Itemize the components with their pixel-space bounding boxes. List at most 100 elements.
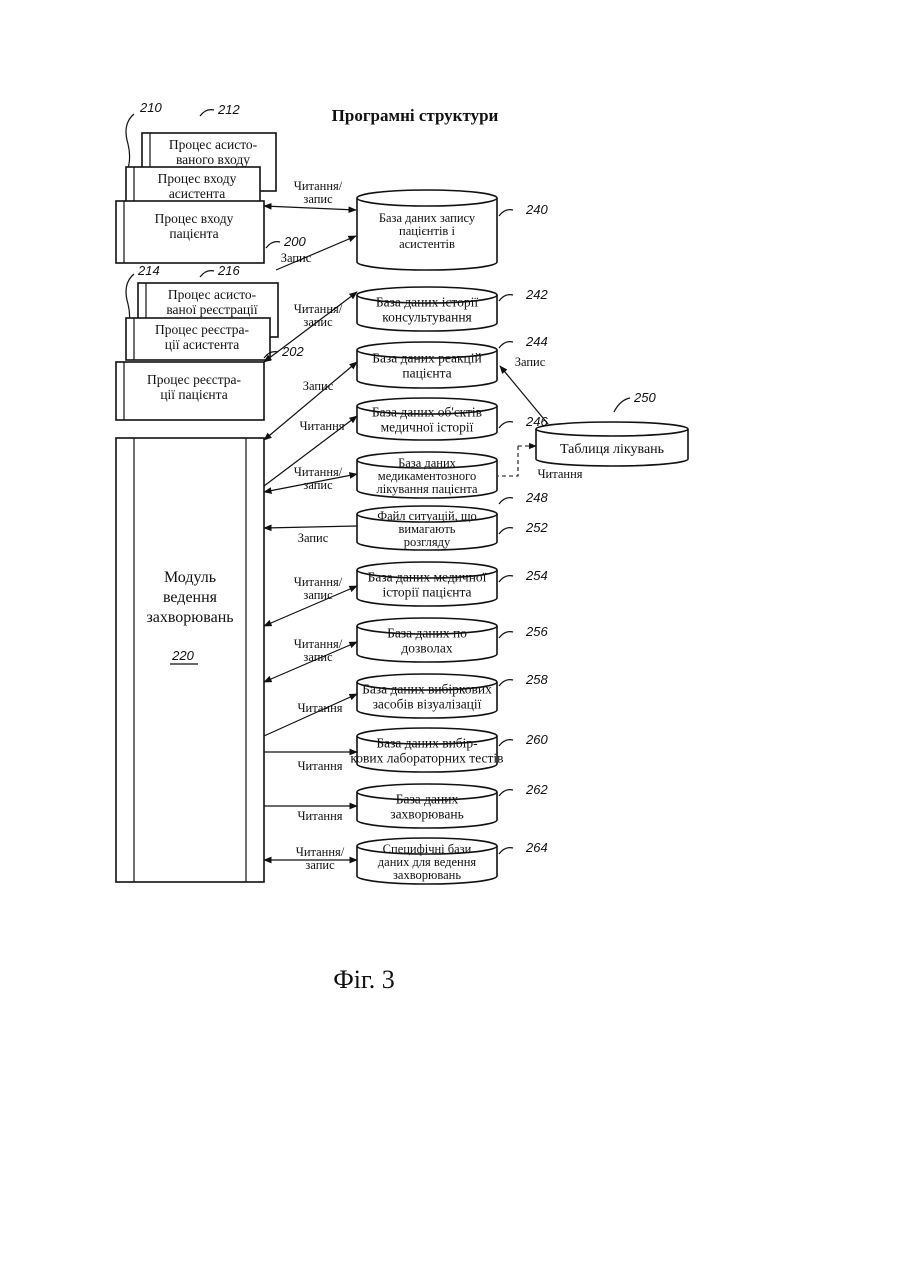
access-connector	[264, 526, 357, 528]
ref-leader	[499, 790, 513, 796]
ref-leader	[499, 680, 513, 686]
process-stacks: 210Процес асисто-ваного входу212Процес в…	[116, 100, 306, 420]
process-label-line: ваного входу	[176, 152, 250, 167]
database-label-line: захворювань	[390, 807, 464, 822]
treatment-table-ref: 250	[633, 390, 656, 405]
database-cylinder-top	[357, 190, 497, 206]
database-label-line: Файл ситуацій, що	[377, 509, 477, 523]
process-group-214: 214Процес асисто-ваної реєстрації 216Проц…	[116, 263, 304, 420]
database-label-line: База даних вибір-	[376, 736, 478, 751]
database-label-line: медичної історії	[381, 420, 474, 435]
access-label: Читання	[297, 759, 342, 773]
ref-leader	[200, 110, 214, 116]
database-label-line: База даних об'єктів	[372, 405, 482, 420]
ref-leader	[614, 398, 630, 412]
access-label: Читання	[297, 809, 342, 823]
database-label-line: База даних історії	[376, 295, 479, 310]
process-group-210: 210Процес асисто-ваного входу212Процес в…	[116, 100, 306, 263]
module-ref-label: 220	[171, 648, 194, 663]
database-256: База даних подозволах256Читання/запис	[264, 618, 548, 682]
database-label-line: розгляду	[404, 535, 451, 549]
group-ref-label: 214	[137, 263, 160, 278]
database-260: База даних вибір-кових лабораторних тест…	[264, 728, 548, 773]
process-label-line: ваної реєстрації	[166, 302, 258, 317]
ref-leader	[499, 422, 513, 428]
access-label: Читання/	[294, 179, 343, 193]
group-ref-label: 210	[139, 100, 162, 115]
database-label-line: пацієнтів і	[399, 224, 455, 238]
process-label-line: Процес входу	[155, 211, 234, 226]
ref-leader	[499, 576, 513, 582]
database-label-line: База даних реакцій	[372, 351, 482, 366]
database-label-line: кових лабораторних тестів	[350, 751, 503, 766]
ref-leader	[499, 632, 513, 638]
process-label-line: Процес асисто-	[169, 137, 258, 152]
ref-leader	[499, 740, 513, 746]
access-label: запис	[303, 588, 333, 602]
figure-caption: Фіг. 3	[333, 965, 395, 994]
access-connector	[264, 206, 356, 210]
disease-management-module: Модуль ведення захворювань 220	[116, 438, 264, 882]
module-label-line: ведення	[163, 589, 218, 606]
process-box: Процес входупацієнта 200	[116, 201, 306, 263]
process-label-line: Процес реєстра-	[155, 322, 250, 337]
access-label: запис	[303, 192, 333, 206]
database-column: База даних записупацієнтів іасистентів 24…	[264, 179, 548, 884]
access-label: Читання/	[294, 465, 343, 479]
database-label-line: Специфічні бази	[383, 842, 472, 856]
access-label: Читання/	[296, 845, 345, 859]
database-262: База данихзахворювань262Читання	[264, 782, 548, 828]
process-label-line: пацієнта	[169, 226, 218, 241]
database-label-line: асистентів	[399, 237, 455, 251]
treatment-table-label: Таблиця лікувань	[560, 442, 664, 457]
database-label-line: База даних медичної	[368, 570, 487, 585]
process-label-line: Процес асисто-	[168, 287, 257, 302]
database-264: Специфічні базиданих для веденнязахворюв…	[264, 838, 548, 884]
access-label: запис	[303, 650, 333, 664]
process-label-line: Процес реєстра-	[147, 372, 242, 387]
database-label-line: База даних запису	[379, 211, 476, 225]
process-label-line: ції пацієнта	[160, 387, 227, 402]
table-to-248-dashed	[498, 446, 518, 476]
process-label-line: ції асистента	[165, 337, 239, 352]
table-write-label: Запис	[515, 355, 546, 369]
database-label-line: захворювань	[393, 868, 461, 882]
database-label-line: База даних вибіркових	[362, 682, 492, 697]
database-ref-label: 254	[525, 568, 548, 583]
database-ref-label: 242	[525, 287, 548, 302]
database-ref-label: 256	[525, 624, 548, 639]
process-label-line: асистента	[169, 186, 225, 201]
database-label-line: засобів візуалізації	[373, 697, 482, 712]
database-ref-label: 264	[525, 840, 548, 855]
process-label-line: Процес входу	[158, 171, 237, 186]
module-label-line: захворювань	[146, 609, 233, 626]
database-label-line: медикаментозного	[378, 469, 476, 483]
database-label-line: даних для ведення	[378, 855, 477, 869]
ref-leader	[200, 271, 214, 277]
process-ref-label: 216	[217, 263, 240, 278]
database-ref-label: 262	[525, 782, 548, 797]
database-label-line: пацієнта	[402, 366, 451, 381]
module-label-line: Модуль	[164, 569, 216, 586]
ref-leader	[266, 242, 280, 248]
ref-leader	[499, 528, 513, 534]
database-label-line: лікування пацієнта	[376, 482, 477, 496]
database-label-line: консультування	[382, 310, 472, 325]
access-label: Запис	[298, 531, 329, 545]
diagram-title: Програмні структури	[332, 106, 499, 125]
process-box: Процес реєстра-ції асистента	[126, 318, 270, 360]
database-ref-label: 240	[525, 202, 548, 217]
ref-leader	[499, 295, 513, 301]
database-ref-label: 258	[525, 672, 548, 687]
database-252: Файл ситуацій, щовимагаютьрозгляду252Зап…	[264, 506, 548, 550]
process-ref-label: 200	[283, 234, 306, 249]
ref-leader	[499, 848, 513, 854]
database-254: База даних медичноїісторії пацієнта254Чи…	[264, 562, 548, 626]
database-258: База даних вибірковихзасобів візуалізаці…	[264, 672, 548, 736]
database-label-line: вимагають	[399, 522, 456, 536]
database-label-line: дозволах	[401, 641, 453, 656]
database-ref-label: 260	[525, 732, 548, 747]
ref-leader	[499, 210, 513, 216]
ref-leader	[499, 342, 513, 348]
